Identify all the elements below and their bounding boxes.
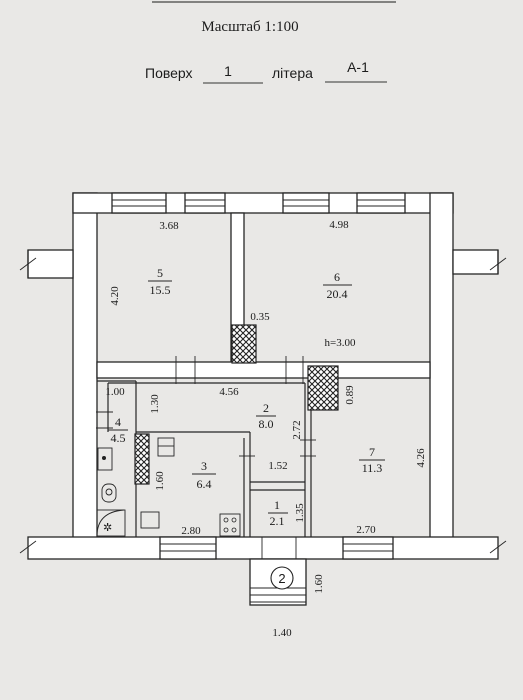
dim-426: 4.26 (415, 448, 427, 468)
svg-text:6.4: 6.4 (197, 477, 212, 491)
floor-value: 1 (224, 63, 232, 79)
room-7: 7 11.3 (359, 445, 385, 475)
entrance-porch: 2 (249, 537, 307, 606)
dim-089: 0.89 (344, 385, 356, 405)
room-3: 3 6.4 (192, 459, 216, 491)
svg-text:15.5: 15.5 (150, 283, 171, 297)
kitchen-fixtures (140, 437, 241, 537)
room-6: 6 20.4 (323, 270, 352, 301)
svg-text:3: 3 (201, 459, 207, 473)
vent-shaft-right (307, 365, 339, 411)
letter-value: А-1 (347, 59, 369, 75)
room-5: 5 15.5 (148, 266, 172, 297)
floor-label: Поверх (145, 65, 193, 81)
bathroom-fixtures: ✲ (96, 447, 126, 537)
floor-plan: ✲ 2 (19, 192, 507, 606)
dim-035: 0.35 (250, 311, 270, 323)
scale-label: Масштаб 1:100 (201, 19, 298, 35)
dim-420: 4.20 (109, 286, 121, 306)
bottom-windows (159, 536, 394, 560)
svg-text:2.1: 2.1 (270, 514, 285, 528)
room-2: 2 8.0 (256, 401, 276, 431)
dim-368: 3.68 (159, 220, 179, 232)
svg-text:1: 1 (274, 498, 280, 512)
dim-456: 4.56 (219, 386, 239, 398)
dim-100: 1.00 (105, 386, 125, 398)
dimension-labels: 3.68 4.98 4.20 0.35 h=3.00 1.00 1.30 4.5… (105, 219, 427, 639)
svg-text:2: 2 (263, 401, 269, 415)
dim-160-kitchen: 1.60 (154, 471, 166, 491)
svg-text:7: 7 (369, 445, 375, 459)
room-4: 4 4.5 (108, 415, 128, 445)
dim-152: 1.52 (268, 460, 287, 472)
dim-280: 2.80 (181, 525, 201, 537)
shower-icon: ✲ (103, 522, 112, 534)
dim-140: 1.40 (272, 627, 292, 639)
vent-shaft-kitchen (134, 433, 150, 485)
dim-498: 4.98 (329, 219, 349, 231)
dim-135: 1.35 (294, 503, 306, 523)
interior-walls (96, 212, 431, 537)
entrance-number: 2 (278, 571, 285, 586)
dim-272: 2.72 (291, 420, 303, 439)
dim-270: 2.70 (356, 524, 376, 536)
svg-text:5: 5 (157, 266, 163, 280)
svg-text:4: 4 (115, 415, 121, 429)
entrance-marker (270, 566, 294, 590)
letter-label: літера (272, 65, 313, 81)
top-windows (111, 192, 406, 214)
room-1: 1 2.1 (268, 498, 288, 528)
svg-text:8.0: 8.0 (259, 417, 274, 431)
svg-text:11.3: 11.3 (362, 461, 383, 475)
door-marks (96, 356, 316, 457)
vent-shaft-left (231, 324, 257, 364)
dim-130: 1.30 (149, 394, 161, 414)
dim-160-porch: 1.60 (313, 574, 325, 594)
svg-text:6: 6 (334, 270, 340, 284)
height-label: h=3.00 (325, 337, 356, 349)
room-labels: 5 15.5 6 20.4 2 8.0 4 4.5 3 6.4 7 11.3 (108, 266, 385, 528)
svg-text:4.5: 4.5 (111, 431, 126, 445)
break-marks (19, 257, 507, 554)
svg-text:20.4: 20.4 (327, 287, 348, 301)
